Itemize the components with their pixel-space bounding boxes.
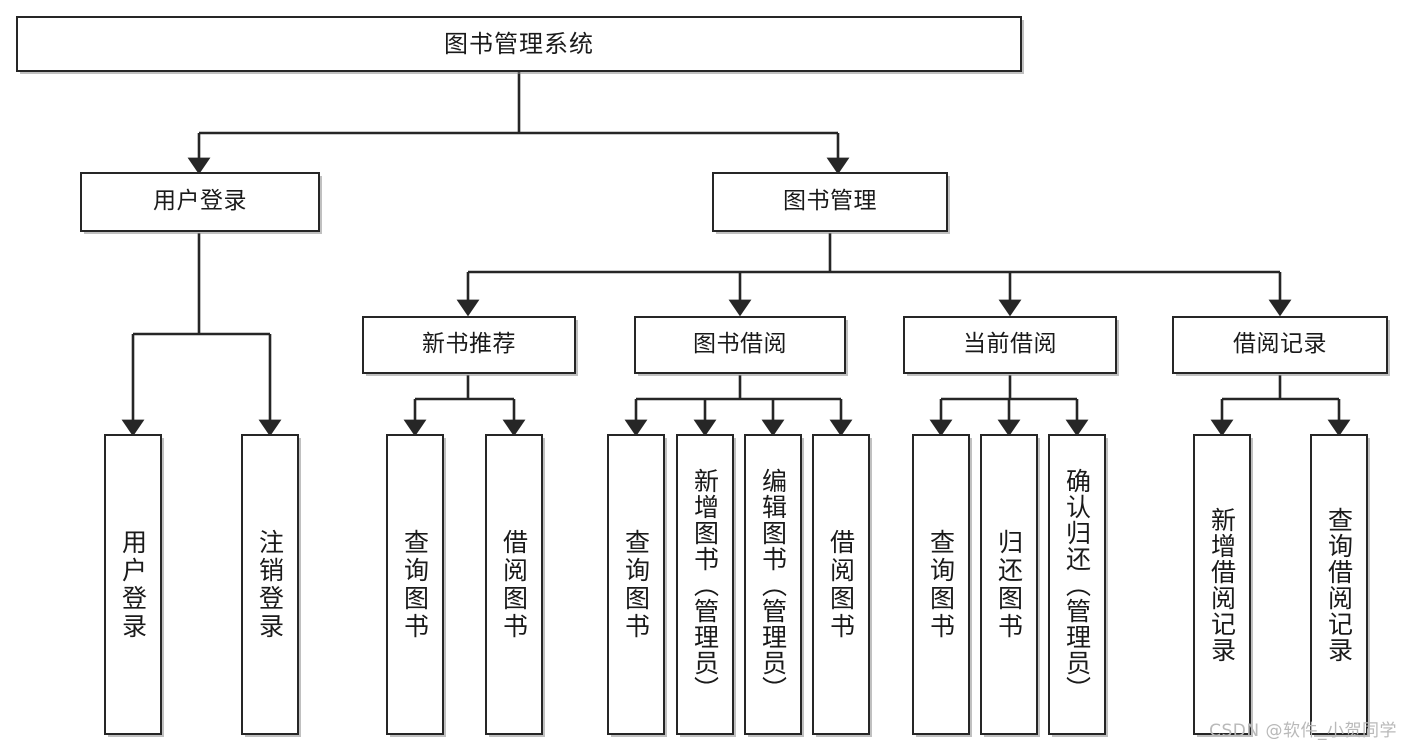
node-label: 查询图书 (400, 528, 430, 641)
node-current-borrow[interactable]: 当前借阅 (903, 316, 1117, 374)
node-borrow-record[interactable]: 借阅记录 (1172, 316, 1388, 374)
node-label: 新书推荐 (422, 331, 516, 358)
node-label: 查询图书 (621, 528, 651, 641)
node-label: 归还图书 (994, 528, 1024, 641)
leaf-query-book-recommend[interactable]: 查询图书 (386, 434, 444, 735)
leaf-borrow-book[interactable]: 借阅图书 (812, 434, 870, 735)
leaf-edit-book-admin[interactable]: 编辑图书（管理员） (744, 434, 802, 735)
leaf-return-book[interactable]: 归还图书 (980, 434, 1038, 735)
node-label: 确认归还（管理员） (1062, 467, 1092, 702)
watermark-text: CSDN @软件_小贺同学 (1209, 721, 1397, 741)
node-label: 查询借阅记录 (1324, 506, 1354, 663)
node-label: 编辑图书（管理员） (758, 467, 788, 702)
node-book-management[interactable]: 图书管理 (712, 172, 948, 232)
node-user-login[interactable]: 用户登录 (80, 172, 320, 232)
node-label: 当前借阅 (963, 331, 1057, 358)
node-label: 图书借阅 (693, 331, 787, 358)
node-new-book-recommend[interactable]: 新书推荐 (362, 316, 576, 374)
node-label: 新增借阅记录 (1207, 506, 1237, 663)
node-label: 注销登录 (255, 528, 285, 641)
node-label: 查询图书 (926, 528, 956, 641)
leaf-query-borrow-record[interactable]: 查询借阅记录 (1310, 434, 1368, 735)
leaf-user-login[interactable]: 用户登录 (104, 434, 162, 735)
node-root-system[interactable]: 图书管理系统 (16, 16, 1022, 72)
leaf-logout-login[interactable]: 注销登录 (241, 434, 299, 735)
node-label: 借阅图书 (826, 528, 856, 641)
node-book-borrow[interactable]: 图书借阅 (634, 316, 846, 374)
leaf-confirm-return-admin[interactable]: 确认归还（管理员） (1048, 434, 1106, 735)
node-label: 用户登录 (118, 528, 148, 641)
node-label: 用户登录 (153, 188, 247, 215)
leaf-borrow-book-recommend[interactable]: 借阅图书 (485, 434, 543, 735)
leaf-add-book-admin[interactable]: 新增图书（管理员） (676, 434, 734, 735)
node-label: 新增图书（管理员） (690, 467, 720, 702)
node-label: 借阅图书 (499, 528, 529, 641)
leaf-query-book-borrow[interactable]: 查询图书 (607, 434, 665, 735)
leaf-query-book-current[interactable]: 查询图书 (912, 434, 970, 735)
node-label: 借阅记录 (1233, 331, 1327, 358)
leaf-add-borrow-record[interactable]: 新增借阅记录 (1193, 434, 1251, 735)
node-label: 图书管理 (783, 188, 877, 215)
node-label: 图书管理系统 (444, 29, 594, 58)
